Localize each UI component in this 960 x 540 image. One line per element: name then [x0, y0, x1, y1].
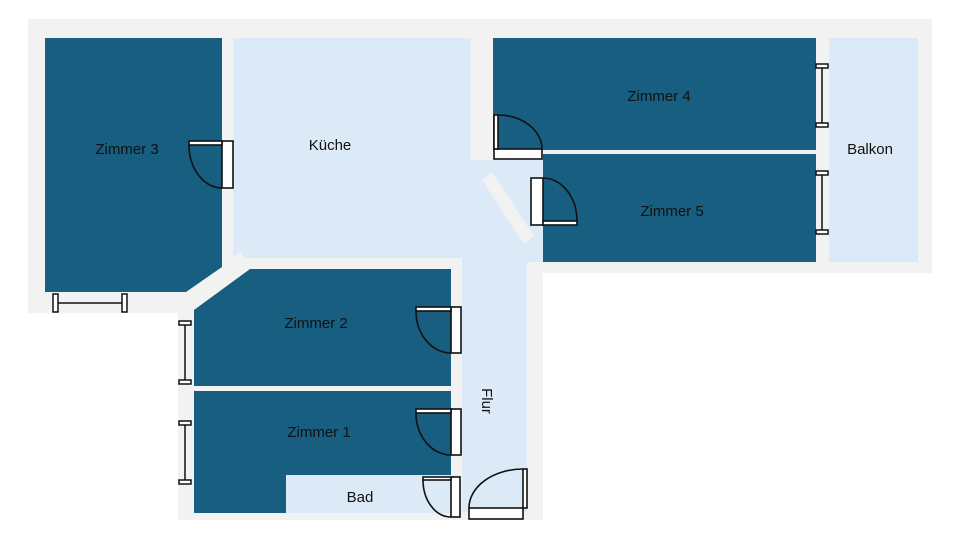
door-entrance[interactable]	[468, 468, 528, 520]
label-zimmer1: Zimmer 1	[287, 424, 350, 441]
label-zimmer4: Zimmer 4	[627, 88, 690, 105]
door-zimmer1[interactable]	[415, 408, 462, 456]
room-zimmer4[interactable]	[493, 38, 816, 150]
window-zimmer4	[815, 63, 829, 128]
room-zimmer5[interactable]	[543, 154, 816, 262]
door-zimmer2[interactable]	[415, 306, 462, 354]
label-zimmer5: Zimmer 5	[640, 203, 703, 220]
room-balkon[interactable]	[829, 38, 918, 262]
room-zimmer3[interactable]	[45, 38, 222, 292]
flur-connector	[462, 160, 543, 290]
window-zimmer3	[52, 293, 128, 313]
room-zimmer1[interactable]	[194, 391, 451, 513]
diagonal-wall	[482, 172, 534, 244]
door-zimmer4[interactable]	[493, 114, 543, 160]
label-zimmer2: Zimmer 2	[284, 315, 347, 332]
label-balkon: Balkon	[847, 141, 893, 158]
room-zimmer2[interactable]	[194, 269, 451, 386]
label-bad: Bad	[347, 489, 374, 506]
window-zimmer1	[178, 420, 192, 485]
door-zimmer5[interactable]	[530, 177, 578, 226]
label-kueche: Küche	[309, 137, 352, 154]
door-zimmer3[interactable]	[188, 140, 234, 189]
window-zimmer5	[815, 170, 829, 235]
door-bad[interactable]	[422, 476, 461, 518]
window-zimmer2	[178, 320, 192, 385]
label-zimmer3: Zimmer 3	[95, 141, 158, 158]
room-kueche[interactable]	[233, 38, 471, 258]
label-flur: Flur	[478, 388, 495, 414]
